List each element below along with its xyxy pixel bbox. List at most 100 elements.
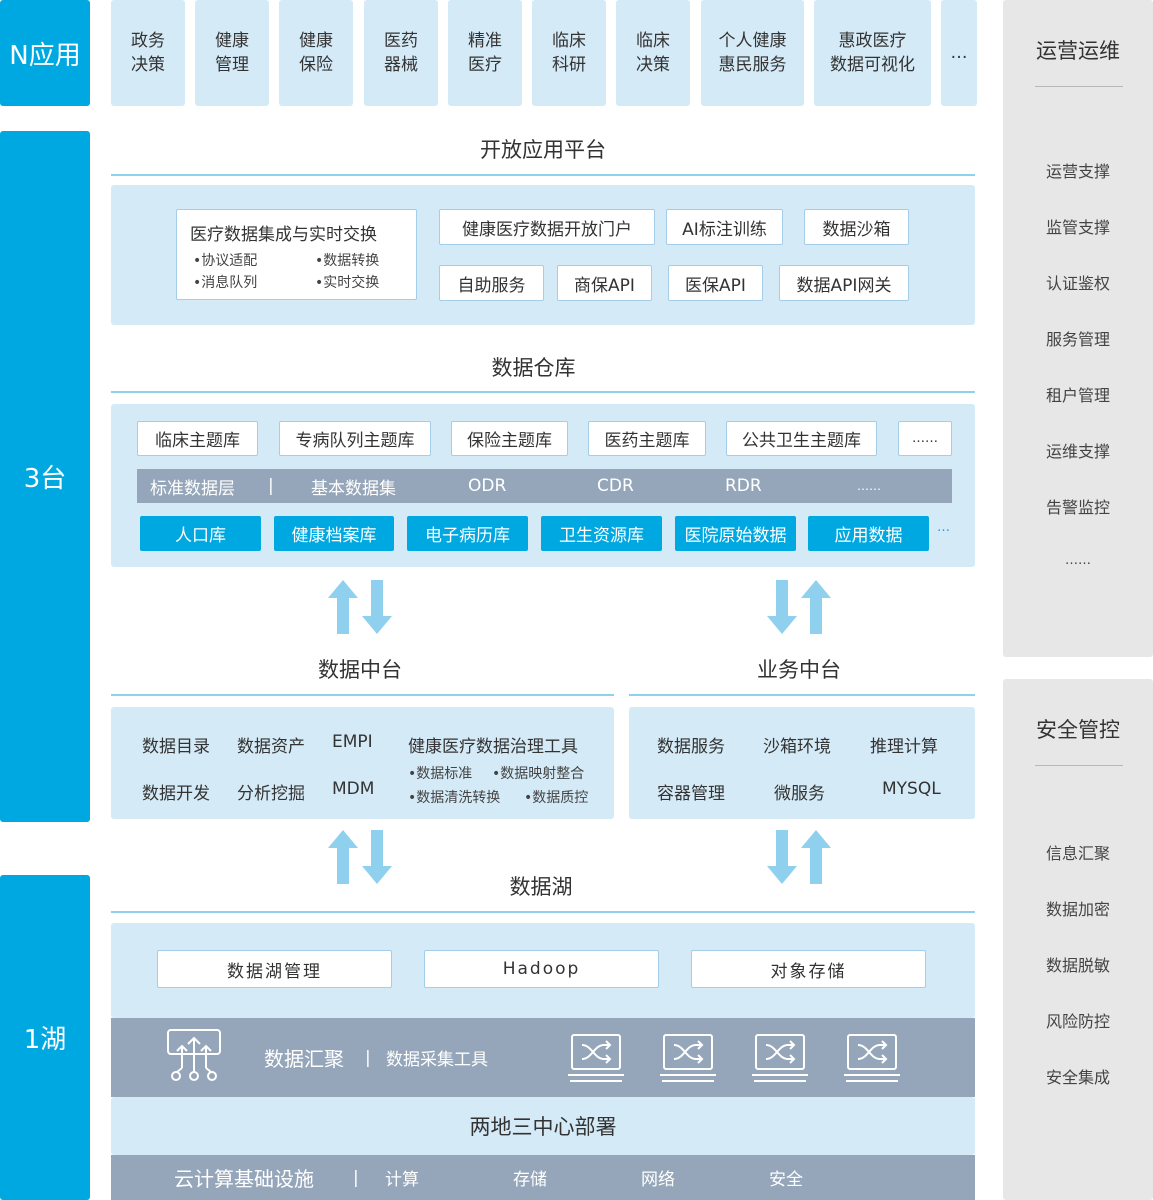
shuffle-device-icon <box>752 1034 808 1082</box>
db-more: … <box>937 520 950 535</box>
app-tile-gov-decision[interactable]: 政务 决策 <box>111 0 185 106</box>
data-api-gateway-box[interactable]: 数据API网关 <box>779 265 909 301</box>
container-management-item[interactable]: 容器管理 <box>657 784 725 804</box>
data-catalog-item[interactable]: 数据目录 <box>142 737 210 757</box>
lake-title: 数据湖 <box>509 875 573 899</box>
data-development-item[interactable]: 数据开发 <box>142 784 210 804</box>
app-tile-more: … <box>941 0 977 106</box>
warehouse-divider <box>111 391 975 393</box>
app-tile-clinical-decision[interactable]: 临床 决策 <box>616 0 690 106</box>
sandbox-env-item[interactable]: 沙箱环境 <box>763 737 831 757</box>
data-integration-box[interactable]: 医疗数据集成与实时交换 •协议适配 •数据转换 •消息队列 •实时交换 <box>176 209 417 300</box>
data-service-item[interactable]: 数据服务 <box>657 737 725 757</box>
data-middle-panel <box>111 707 614 819</box>
bullet-message-queue: •消息队列 <box>193 275 258 291</box>
ops-item-alert-monitoring[interactable]: 告警监控 <box>1045 498 1110 517</box>
app-tile-personal-health-service[interactable]: 个人健康 惠民服务 <box>701 0 804 106</box>
cloud-infrastructure-bar: 云计算基础设施 | 计算 存储 网络 安全 <box>111 1155 975 1200</box>
bullet-data-convert: •数据转换 <box>315 253 380 269</box>
db-health-resources[interactable]: 卫生资源库 <box>541 516 662 551</box>
app-tile-medical-devices[interactable]: 医药 器械 <box>364 0 438 106</box>
up-down-arrows-icon <box>328 580 392 634</box>
ops-divider <box>1035 86 1123 87</box>
theme-disease-cohort[interactable]: 专病队列主题库 <box>279 421 431 456</box>
data-middle-divider <box>111 694 614 696</box>
ops-item-operations-support[interactable]: 运营支撑 <box>1045 162 1110 181</box>
analysis-mining-item[interactable]: 分析挖掘 <box>237 784 305 804</box>
one-lake-label: 1湖 <box>0 875 90 1200</box>
ops-item-maintenance-support[interactable]: 运维支撑 <box>1045 442 1110 461</box>
security-item-data-masking[interactable]: 数据脱敏 <box>1045 956 1110 975</box>
object-storage-box[interactable]: 对象存储 <box>691 950 926 988</box>
rdr-label: RDR <box>725 476 762 496</box>
app-tile-precision-medicine[interactable]: 精准 医疗 <box>448 0 522 106</box>
infra-network: 网络 <box>641 1170 675 1190</box>
mdm-item[interactable]: MDM <box>332 779 375 799</box>
bullet-data-standard: •数据标准 <box>408 766 473 782</box>
security-divider <box>1035 765 1123 766</box>
hadoop-box[interactable]: Hadoop <box>424 950 659 988</box>
db-application[interactable]: 应用数据 <box>808 516 929 551</box>
data-aggregation-bar: 数据汇聚 | 数据采集工具 <box>111 1018 975 1097</box>
data-assets-item[interactable]: 数据资产 <box>237 737 305 757</box>
n-apps-label: N应用 <box>0 0 90 106</box>
microservice-item[interactable]: 微服务 <box>774 784 825 804</box>
business-middle-title: 业务中台 <box>757 658 841 682</box>
mysql-item[interactable]: MYSQL <box>882 779 941 799</box>
shuffle-device-icon <box>844 1034 900 1082</box>
bullet-data-cleansing: •数据清洗转换 <box>408 790 501 806</box>
db-hospital-raw[interactable]: 医院原始数据 <box>675 516 796 551</box>
open-data-portal-box[interactable]: 健康医疗数据开放门户 <box>439 209 655 245</box>
business-middle-panel <box>629 707 975 819</box>
down-up-arrows-icon <box>767 580 831 634</box>
open-platform-divider <box>111 174 975 176</box>
ai-labeling-box[interactable]: AI标注训练 <box>666 209 783 245</box>
theme-public-health[interactable]: 公共卫生主题库 <box>726 421 877 456</box>
bullet-realtime-exchange: •实时交换 <box>315 275 380 291</box>
theme-insurance[interactable]: 保险主题库 <box>451 421 568 456</box>
infra-compute: 计算 <box>385 1170 419 1190</box>
security-item-risk-control[interactable]: 风险防控 <box>1045 1012 1110 1031</box>
infra-separator: | <box>353 1167 359 1188</box>
commercial-insurance-api-box[interactable]: 商保API <box>557 265 652 301</box>
theme-pharma[interactable]: 医药主题库 <box>588 421 706 456</box>
security-title: 安全管控 <box>1036 718 1120 742</box>
data-middle-title: 数据中台 <box>318 658 402 682</box>
empi-item[interactable]: EMPI <box>332 732 373 752</box>
app-tile-health-management[interactable]: 健康 管理 <box>195 0 269 106</box>
app-tile-medical-data-visualization[interactable]: 惠政医疗 数据可视化 <box>814 0 931 106</box>
self-service-box[interactable]: 自助服务 <box>439 265 544 301</box>
ops-title: 运营运维 <box>1036 39 1120 63</box>
down-up-arrows-icon <box>767 830 831 884</box>
bullet-protocol-adapt: •协议适配 <box>193 253 258 269</box>
ops-item-supervision-support[interactable]: 监管支撑 <box>1045 218 1110 237</box>
security-item-data-encryption[interactable]: 数据加密 <box>1045 900 1110 919</box>
shuffle-device-icon <box>568 1034 624 1082</box>
db-population[interactable]: 人口库 <box>140 516 261 551</box>
app-tile-health-insurance[interactable]: 健康 保险 <box>279 0 353 106</box>
bullet-data-quality: •数据质控 <box>524 790 589 806</box>
security-panel: 安全管控 信息汇聚 数据加密 数据脱敏 风险防控 安全集成 <box>1003 679 1153 1200</box>
standard-data-layer-bar: 标准数据层 | 基本数据集 ODR CDR RDR …… <box>137 469 952 503</box>
ops-item-authentication[interactable]: 认证鉴权 <box>1045 274 1110 293</box>
app-tile-clinical-research[interactable]: 临床 科研 <box>532 0 606 106</box>
ops-item-tenant-management[interactable]: 租户管理 <box>1045 386 1110 405</box>
standard-data-layer-label: 标准数据层 <box>150 478 235 499</box>
infra-security: 安全 <box>769 1170 803 1190</box>
security-item-security-integration[interactable]: 安全集成 <box>1045 1068 1110 1087</box>
theme-clinical[interactable]: 临床主题库 <box>137 421 258 456</box>
inference-compute-item[interactable]: 推理计算 <box>870 737 938 757</box>
security-item-info-aggregation[interactable]: 信息汇聚 <box>1045 844 1110 863</box>
data-sandbox-box[interactable]: 数据沙箱 <box>804 209 909 245</box>
business-middle-divider <box>629 694 975 696</box>
cdr-label: CDR <box>597 476 634 496</box>
governance-tool-item[interactable]: 健康医疗数据治理工具 <box>408 737 578 757</box>
ops-item-service-management[interactable]: 服务管理 <box>1045 330 1110 349</box>
db-health-records[interactable]: 健康档案库 <box>274 516 394 551</box>
odr-label: ODR <box>468 476 507 496</box>
warehouse-title: 数据仓库 <box>491 356 576 380</box>
lake-management-box[interactable]: 数据湖管理 <box>157 950 392 988</box>
theme-more: …… <box>898 421 952 456</box>
medical-insurance-api-box[interactable]: 医保API <box>668 265 763 301</box>
db-emr[interactable]: 电子病历库 <box>407 516 528 551</box>
